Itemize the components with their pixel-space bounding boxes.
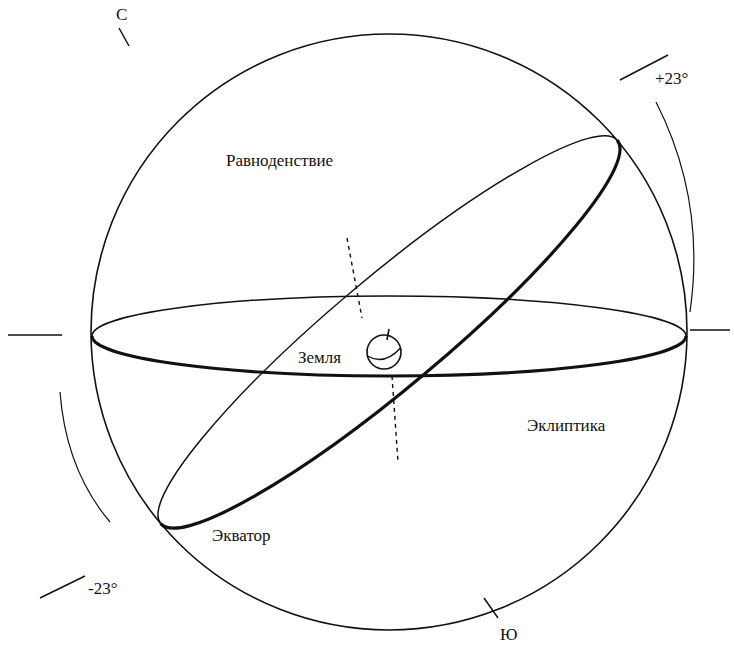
ecliptic-front <box>92 336 686 376</box>
angle-tick <box>690 329 730 331</box>
angle-arc <box>656 102 694 312</box>
equator-front <box>161 140 620 528</box>
axis-dashed <box>347 238 362 318</box>
label-holder: -23° <box>88 580 117 598</box>
label-holder: +23° <box>655 70 688 88</box>
earth-axis <box>387 329 389 340</box>
axis-dashed <box>392 376 398 462</box>
equator-back <box>158 136 617 524</box>
compass-north: С <box>116 6 127 24</box>
earth-equator <box>368 348 401 360</box>
label-holder: Ю <box>500 626 517 644</box>
label-holder: Земля <box>298 349 341 367</box>
angle-arc <box>60 392 110 522</box>
plane-label: Равноденствие <box>226 152 333 170</box>
south-tick <box>484 598 498 618</box>
body-label: Земля <box>298 349 341 367</box>
label-holder: Равноденствие <box>226 152 333 170</box>
north-tick <box>119 28 129 46</box>
angle-label: +23° <box>655 70 688 88</box>
compass-south: Ю <box>500 626 517 644</box>
plane-label: Экватор <box>212 527 271 545</box>
angle-tick <box>40 576 85 598</box>
celestial-sphere <box>91 34 687 630</box>
label-holder: Эклиптика <box>527 417 605 435</box>
label-holder: Экватор <box>212 527 271 545</box>
earth-globe <box>367 335 401 369</box>
angle-label: -23° <box>88 580 117 598</box>
angle-tick <box>8 334 62 336</box>
plane-label: Эклиптика <box>527 417 605 435</box>
label-holder: С <box>116 6 127 24</box>
